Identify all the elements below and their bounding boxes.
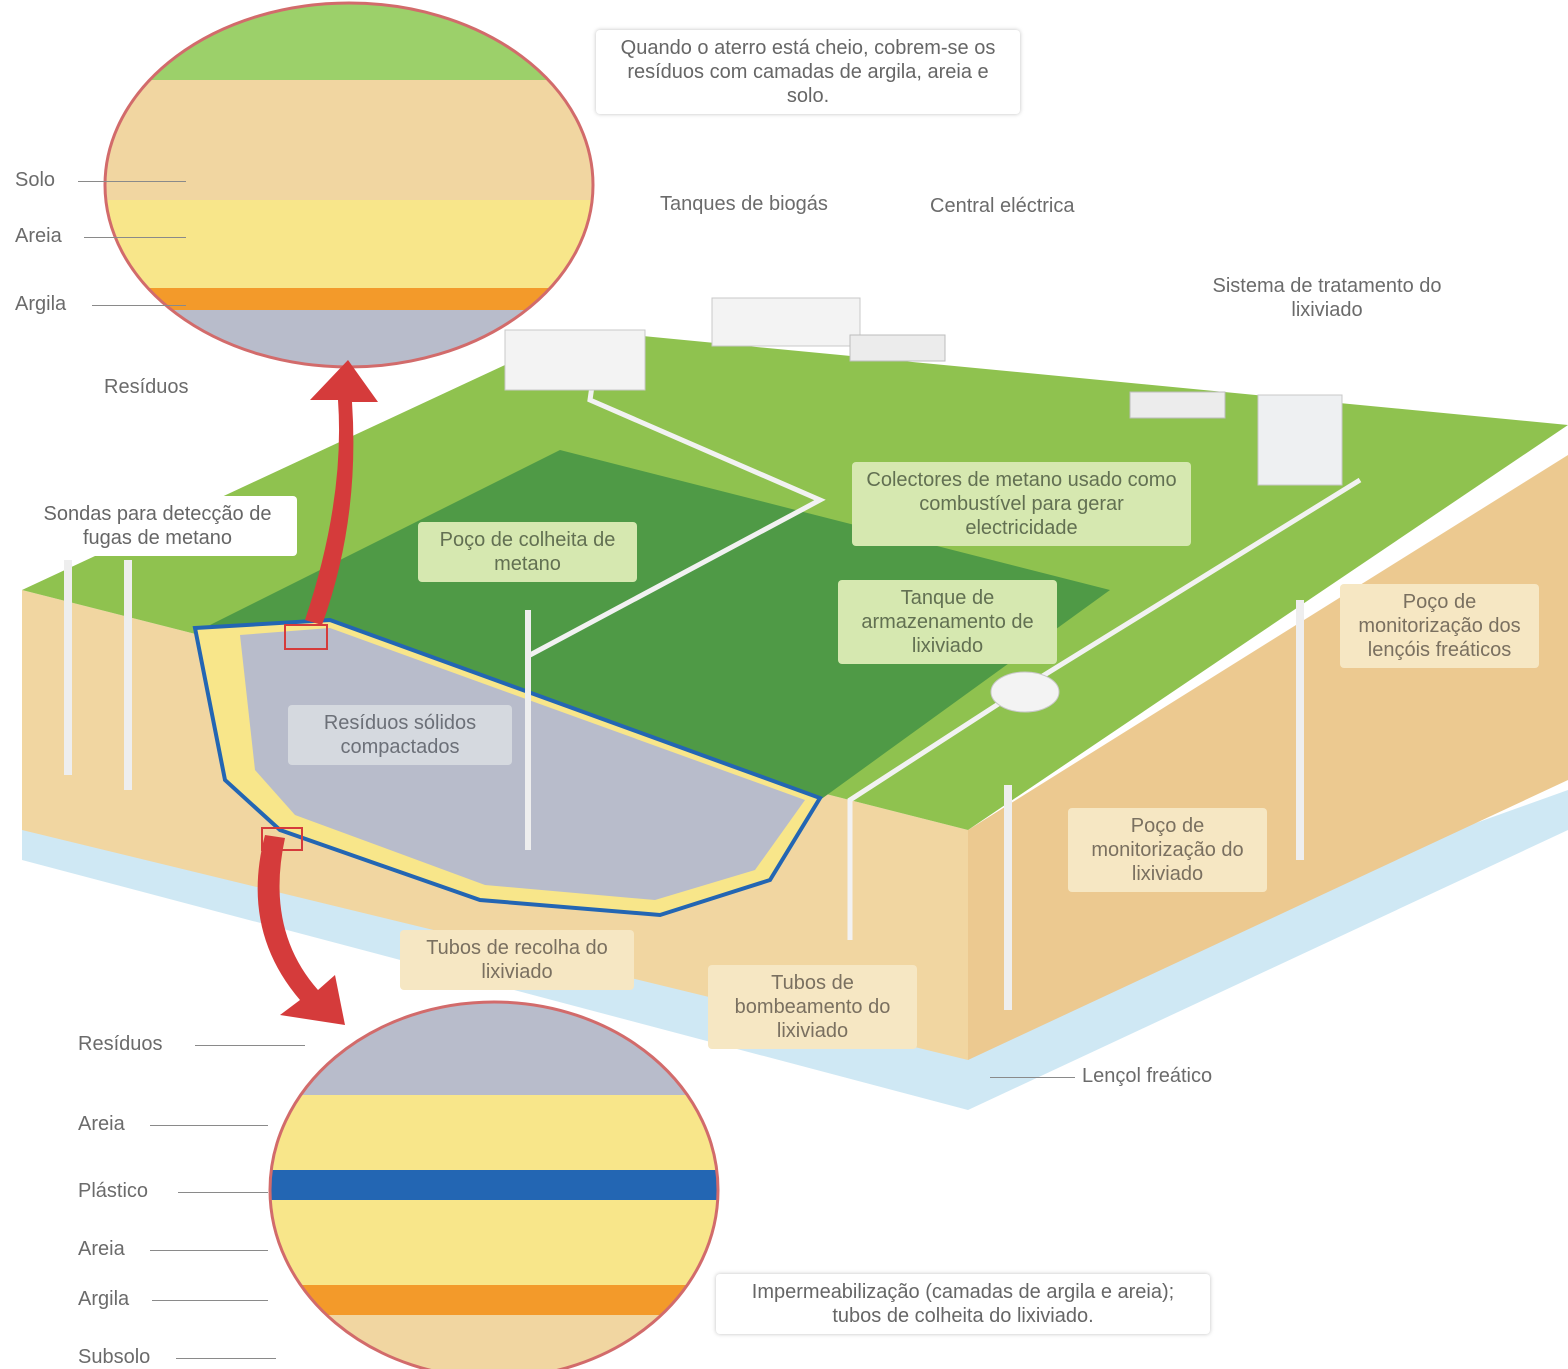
water-table-label: Lençol freático <box>1082 1064 1212 1088</box>
pumping-pipes-label: Tubos de bombeamento do lixiviado <box>708 965 917 1049</box>
treatment-system-label: Sistema de tratamento do lixiviado <box>1180 268 1474 328</box>
bottom-argila-label: Argila <box>78 1287 129 1311</box>
power-plant-label: Central eléctrica <box>930 194 1075 218</box>
leachate-well-label: Poço de monitorização do lixiviado <box>1068 808 1267 892</box>
bottom-areia1-line <box>150 1125 268 1126</box>
top-note: Quando o aterro está cheio, cobrem-se os… <box>596 30 1020 114</box>
bottom-plastico-line <box>178 1192 268 1193</box>
biogas-tanks-building <box>505 330 645 390</box>
methane-collectors-label: Colectores de metano usado como combustí… <box>852 462 1191 546</box>
bottom-areia1-label: Areia <box>78 1112 125 1136</box>
top-argila-line <box>92 305 186 306</box>
top-residuos-label: Resíduos <box>104 375 189 399</box>
biogas-tanks-label: Tanques de biogás <box>660 192 828 216</box>
top-areia-label: Areia <box>15 224 62 248</box>
methane-well-label: Poço de colheita de metano <box>418 522 637 582</box>
methane-probes-label: Sondas para detecção de fugas de metano <box>18 496 297 556</box>
storage-tank <box>991 672 1059 712</box>
storage-tank-label: Tanque de armazenamento de lixiviado <box>838 580 1057 664</box>
truck-2 <box>1130 392 1225 418</box>
bottom-areia2-line <box>150 1250 268 1251</box>
power-plant-building <box>712 298 860 346</box>
top-areia-line <box>84 237 186 238</box>
top-solo-label: Solo <box>15 168 55 192</box>
bottom-plastico-label: Plástico <box>78 1179 148 1203</box>
groundwater-well-label: Poço de monitorização dos lençóis freáti… <box>1340 584 1539 668</box>
top-argila-label: Argila <box>15 292 66 316</box>
bottom-zoom-layers <box>260 1000 730 1369</box>
bottom-argila-line <box>152 1300 268 1301</box>
truck-1 <box>850 335 945 361</box>
bottom-subsolo-label: Subsolo <box>78 1345 150 1369</box>
top-solo-line <box>78 181 186 182</box>
compacted-waste-label: Resíduos sólidos compactados <box>288 705 512 765</box>
bottom-residuos-line <box>195 1045 305 1046</box>
bottom-subsolo-line <box>176 1358 276 1359</box>
bottom-residuos-label: Resíduos <box>78 1032 163 1056</box>
treatment-plant-building <box>1258 395 1342 485</box>
water-table-line <box>990 1077 1075 1078</box>
bottom-note: Impermeabilização (camadas de argila e a… <box>716 1274 1210 1334</box>
collection-pipes-label: Tubos de recolha do lixiviado <box>400 930 634 990</box>
bottom-areia2-label: Areia <box>78 1237 125 1261</box>
